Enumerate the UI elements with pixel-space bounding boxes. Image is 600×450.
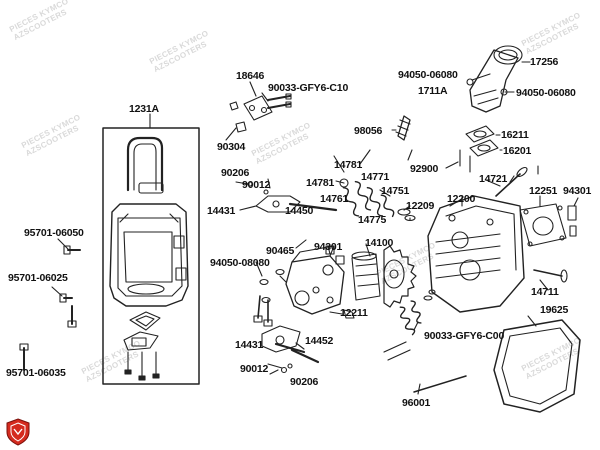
callout-90012-b: 90012 (240, 363, 269, 375)
callout-90033-GFY6-C10: 90033-GFY6-C10 (268, 82, 349, 94)
group-frame-1231A (102, 127, 200, 385)
callout-14751: 14751 (381, 185, 410, 197)
callout-1711A: 1711A (418, 85, 448, 97)
intake-gasket (465, 125, 495, 143)
camshaft (351, 245, 417, 308)
kymco-shield-logo (6, 418, 30, 446)
breather-pipe (126, 136, 164, 192)
callout-12251: 12251 (529, 185, 558, 197)
guide-plate (243, 95, 273, 121)
cam-sprocket (383, 245, 417, 308)
callout-92900: 92900 (410, 163, 439, 175)
callout-96001: 96001 (402, 397, 431, 409)
callout-17256: 17256 (530, 56, 559, 68)
head-gasket (519, 203, 567, 247)
rocker-arm-lower (261, 325, 301, 353)
callout-16211: 16211 (501, 129, 529, 141)
valve-spring-upper (342, 180, 395, 218)
callout-90033-GFY6-C00: 90033-GFY6-C00 (424, 330, 505, 342)
callout-94050-06080-b: 94050-06080 (516, 87, 576, 99)
callout-14761: 14761 (320, 193, 349, 205)
cover-gasket (129, 311, 161, 331)
callout-90206-a: 90206 (221, 167, 250, 179)
rocker-holder (285, 255, 345, 315)
callout-94301-a: 94301 (563, 185, 592, 197)
intake-manifold (469, 49, 519, 113)
valve-spring-lower (399, 300, 422, 336)
head-cover (109, 203, 189, 307)
cylinder-stud (413, 375, 467, 393)
callout-90012-a: 90012 (242, 179, 271, 191)
spark-plug (397, 115, 411, 141)
callout-14450: 14450 (285, 205, 314, 217)
callout-90465: 90465 (266, 245, 295, 257)
rocker-arm-upper (255, 195, 301, 213)
callout-95701-06035: 95701-06035 (6, 367, 66, 379)
callout-90304: 90304 (217, 141, 246, 153)
callout-90206-b: 90206 (290, 376, 319, 388)
callout-12209: 12209 (406, 200, 435, 212)
callout-14781-a: 14781 (334, 159, 363, 171)
callout-18646: 18646 (236, 70, 265, 82)
callout-94050-06080-a: 94050-06080 (398, 69, 458, 81)
callout-14721: 14721 (479, 173, 508, 185)
callout-19625: 19625 (540, 304, 569, 316)
callout-94050-08080: 94050-08080 (210, 257, 270, 269)
callout-14771: 14771 (361, 171, 390, 183)
callout-94301-b: 94301 (314, 241, 343, 253)
callout-14431-a: 14431 (207, 205, 236, 217)
callout-95701-06050: 95701-06050 (24, 227, 84, 239)
callout-98056: 98056 (354, 125, 383, 137)
valve-intake (495, 173, 521, 197)
callout-12200: 12200 (447, 193, 476, 205)
callout-95701-06025: 95701-06025 (8, 272, 68, 284)
valve-exhaust (533, 269, 563, 277)
callout-14711: 14711 (531, 286, 559, 298)
callout-1231A: 1231A (129, 103, 159, 115)
callout-14781-b: 14781 (306, 177, 335, 189)
callout-14431-b: 14431 (235, 339, 264, 351)
callout-14100: 14100 (365, 237, 394, 249)
callout-12211: 12211 (340, 307, 368, 319)
callout-16201: 16201 (503, 145, 532, 157)
base-gasket (493, 319, 581, 413)
cylinder-head (427, 195, 525, 313)
callout-14775: 14775 (358, 214, 387, 226)
callout-14452: 14452 (305, 335, 334, 347)
